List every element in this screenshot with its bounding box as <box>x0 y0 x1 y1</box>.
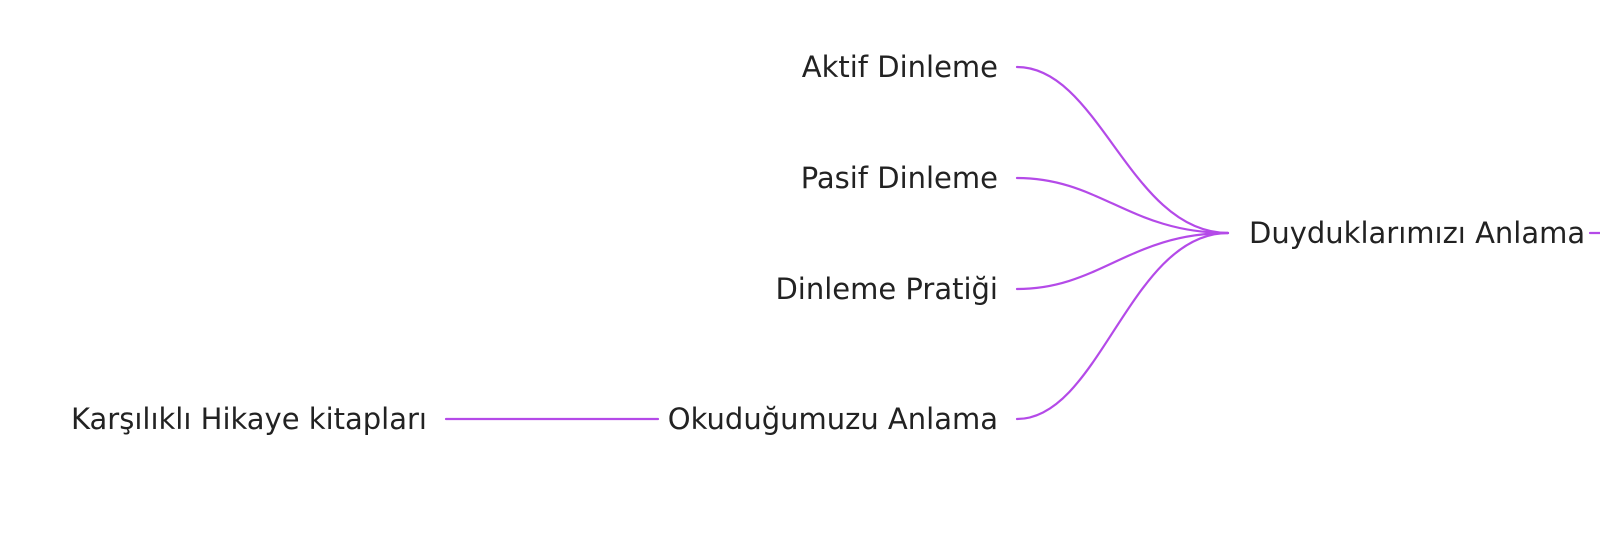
node-pasif-dinleme[interactable]: Pasif Dinleme <box>801 161 998 195</box>
node-aktif-dinleme[interactable]: Aktif Dinleme <box>802 50 998 84</box>
connectors <box>444 65 1600 421</box>
edge-aktif-to-duyduklarimizi <box>1015 65 1230 235</box>
edge-okudugumuzu-to-duyduklarimizi <box>1015 231 1230 421</box>
edge-pasif-to-duyduklarimizi <box>1015 176 1230 235</box>
edge-pratik-to-duyduklarimizi <box>1015 231 1230 291</box>
node-dinleme-pratigi[interactable]: Dinleme Pratiği <box>775 272 998 306</box>
node-okudugumuzu-anlama[interactable]: Okuduğumuzu Anlama <box>668 402 998 436</box>
node-duyduklarimizi-anlama[interactable]: Duyduklarımızı Anlama <box>1249 216 1585 250</box>
nodes: Aktif Dinleme Pasif Dinleme Dinleme Prat… <box>71 50 1585 436</box>
node-karsilikli-hikaye-kitaplari[interactable]: Karşılıklı Hikaye kitapları <box>71 402 427 436</box>
